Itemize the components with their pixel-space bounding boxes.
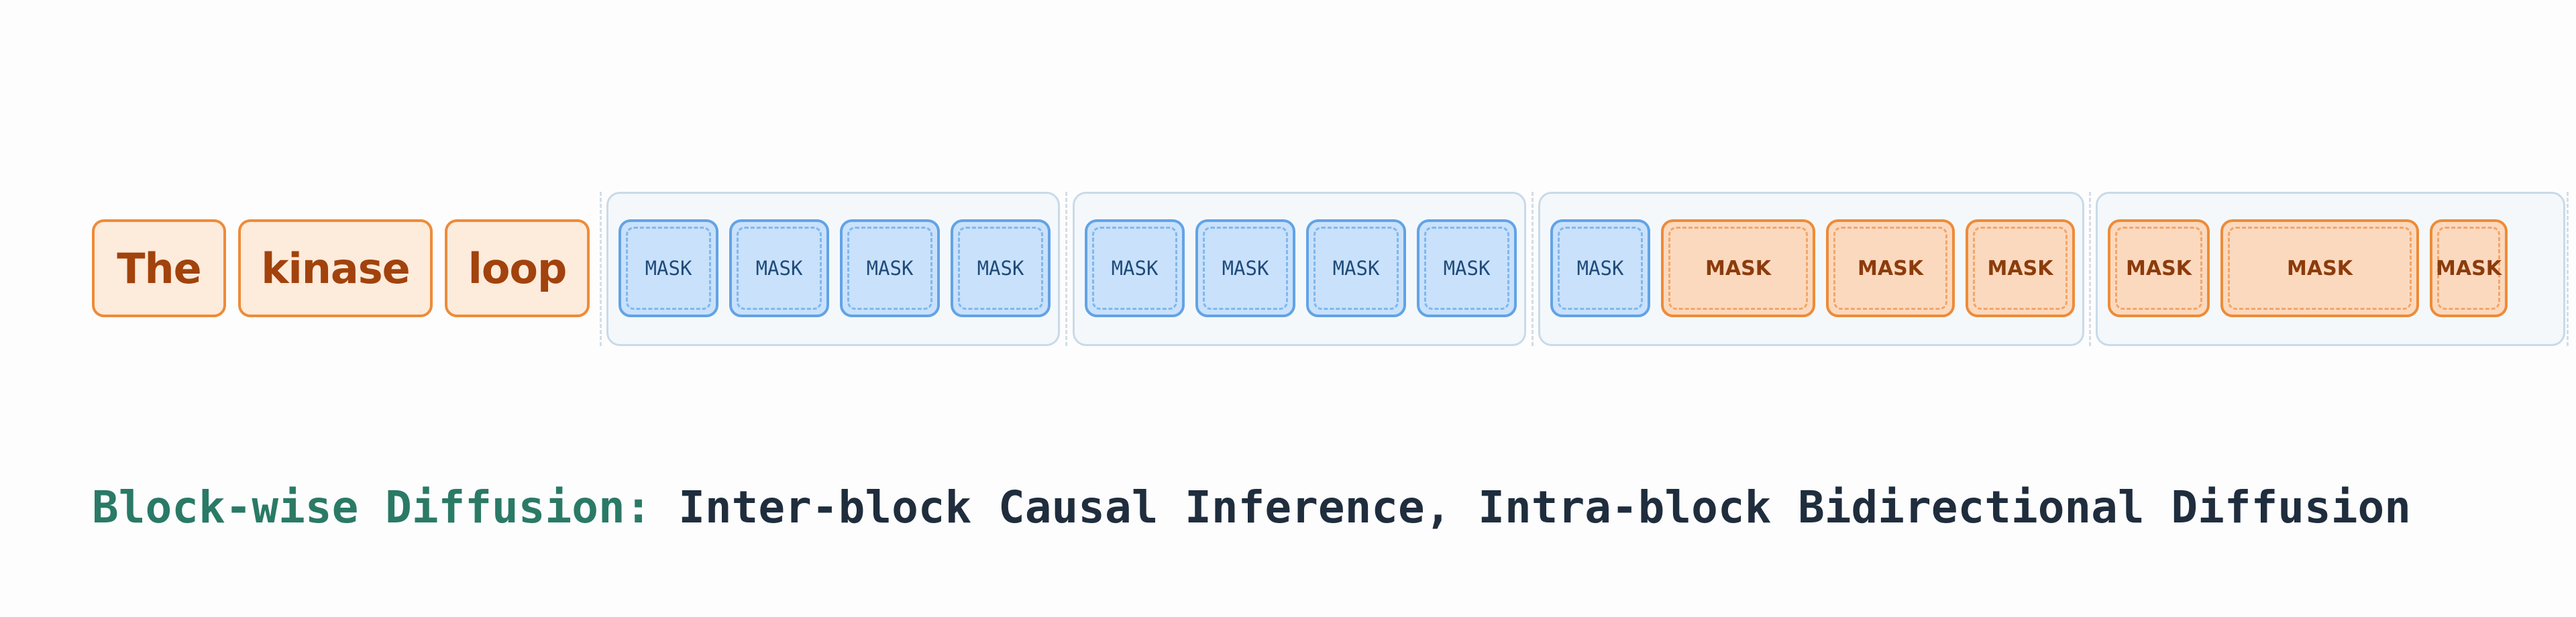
mask-label: MASK <box>1332 257 1380 280</box>
diagram-caption: Block-wise Diffusion: Inter-block Causal… <box>92 482 2411 533</box>
block-separator <box>2089 192 2091 346</box>
mask-token: MASK <box>1417 219 1517 317</box>
mask-label: MASK <box>2287 256 2353 280</box>
prompt-token-loop: loop <box>445 219 590 317</box>
active-mask-token: MASK <box>2220 219 2419 317</box>
mask-token: MASK <box>840 219 940 317</box>
active-mask-token: MASK <box>1661 219 1815 317</box>
mask-token: MASK <box>1085 219 1185 317</box>
prompt-token-kinase: kinase <box>238 219 433 317</box>
block-separator <box>600 192 602 346</box>
mask-token: MASK <box>1306 219 1406 317</box>
mask-label: MASK <box>1858 256 1923 280</box>
mask-label: MASK <box>1111 257 1159 280</box>
mask-token: MASK <box>619 219 718 317</box>
mask-label: MASK <box>2126 256 2192 280</box>
block-separator <box>1532 192 1534 346</box>
mask-token: MASK <box>1550 219 1650 317</box>
caption-highlight: Block-wise Diffusion: <box>92 482 652 533</box>
mask-label: MASK <box>1576 257 1624 280</box>
active-mask-token: MASK <box>1826 219 1955 317</box>
block-separator <box>1065 192 1067 346</box>
mask-token: MASK <box>729 219 829 317</box>
block-separator <box>2567 192 2569 346</box>
active-mask-token: MASK <box>2430 219 2508 317</box>
active-mask-token: MASK <box>1966 219 2075 317</box>
mask-label: MASK <box>755 257 803 280</box>
mask-label: MASK <box>645 257 692 280</box>
prompt-token-the: The <box>92 219 226 317</box>
mask-label: MASK <box>977 257 1024 280</box>
mask-label: MASK <box>2436 256 2502 280</box>
mask-label: MASK <box>1987 256 2053 280</box>
mask-token: MASK <box>951 219 1051 317</box>
mask-label: MASK <box>1705 256 1771 280</box>
caption-text: Inter-block Causal Inference, Intra-bloc… <box>651 482 2411 533</box>
mask-label: MASK <box>1443 257 1491 280</box>
active-mask-token: MASK <box>2108 219 2210 317</box>
mask-label: MASK <box>1222 257 1269 280</box>
mask-token: MASK <box>1195 219 1295 317</box>
mask-label: MASK <box>866 257 914 280</box>
